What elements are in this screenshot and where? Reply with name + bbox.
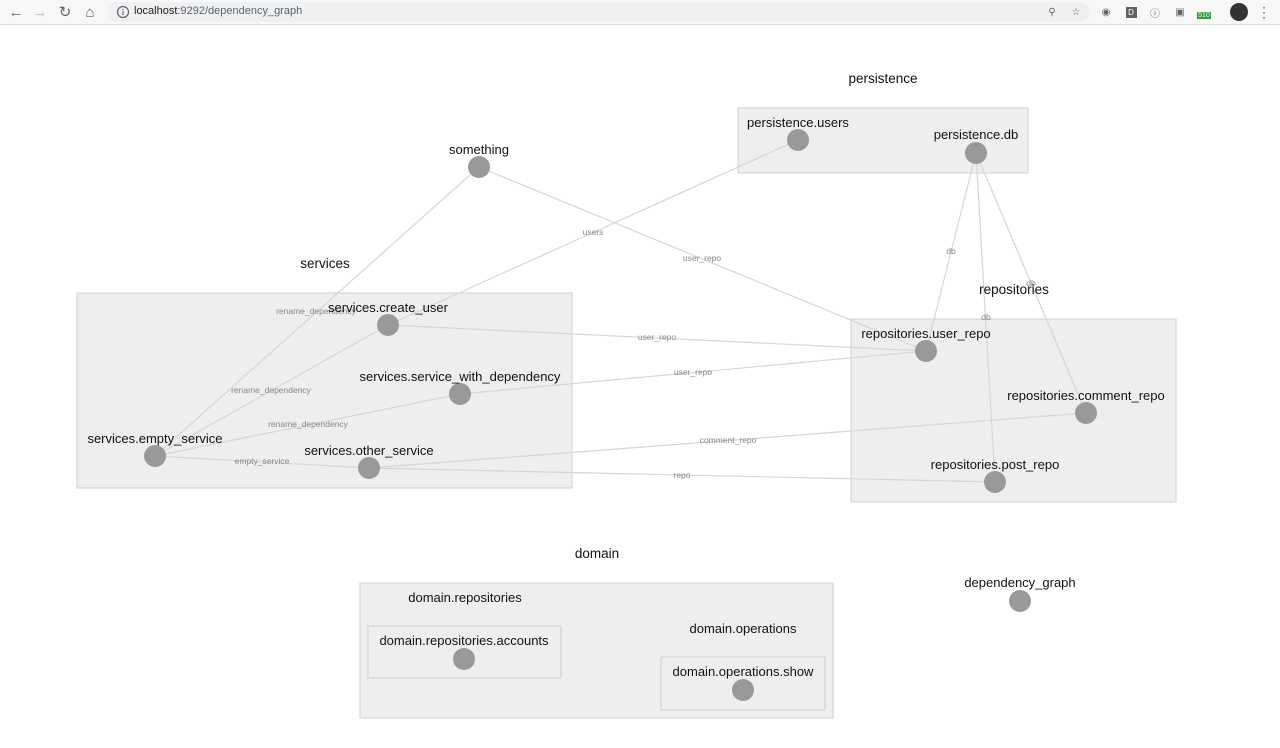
bookmark-star-icon[interactable]: ☆ [1071,6,1081,18]
node-label-domain-repositories-accounts: domain.repositories.accounts [379,633,549,648]
node-repositories-comment-repo[interactable] [1075,402,1097,424]
node-label-dependency-graph: dependency_graph [964,575,1075,590]
edge-label-empty-service: empty_service [235,456,290,466]
camera-icon[interactable]: ◉ [1101,6,1111,18]
extension-badge-icon[interactable]: 510 [1196,4,1212,20]
node-label-domain-operations-show: domain.operations.show [673,664,815,679]
dependency-graph: users user_repo rename_dependency rename… [76,71,1177,719]
edge-post-repo-db [975,152,996,483]
badge-count: 510 [1197,11,1211,19]
node-label-services-service-with-dependency: services.service_with_dependency [360,369,561,384]
edge-create-user-persistence-users [387,139,799,326]
extension-window-icon[interactable]: ▣ [1175,6,1185,18]
group-title-domain-repositories: domain.repositories [408,590,522,605]
edge-comment-repo-db [975,152,1087,414]
address-bar[interactable]: localhost:9292/dependency_graph ⚲ ☆ [108,2,1090,22]
node-services-empty-service[interactable] [144,445,166,467]
edge-user-repo-db [925,152,977,352]
edge-other-service-post-repo [368,467,996,483]
node-repositories-post-repo[interactable] [984,471,1006,493]
edge-service-with-dependency-user-repo [459,350,927,395]
edge-label-user-repo: user_repo [674,367,713,377]
node-services-create-user[interactable] [377,314,399,336]
profile-avatar[interactable] [1230,3,1248,21]
edge-label-rename-dependency: rename_dependency [231,385,312,395]
edge-something-empty-service [154,166,480,457]
group-title-domain-operations: domain.operations [690,621,797,636]
node-services-other-service[interactable] [358,457,380,479]
edge-label-users: users [583,227,604,237]
edge-label-db: db [981,312,991,322]
node-persistence-users[interactable] [787,129,809,151]
node-persistence-db[interactable] [965,142,987,164]
edge-label-comment-repo: comment_repo [700,435,757,445]
group-title-persistence: persistence [848,71,917,86]
reload-icon[interactable]: ↻ [58,4,72,21]
node-label-persistence-users: persistence.users [747,115,849,130]
extension-d-icon[interactable]: D [1123,4,1139,20]
edge-other-service-empty-service [154,455,370,469]
node-domain-operations-show[interactable] [732,679,754,701]
info-icon [116,5,130,19]
browser-toolbar: ← → ↻ ⌂ localhost:9292/dependency_graph … [0,0,1280,25]
edge-label-user-repo: user_repo [638,332,677,342]
edge-label-rename-dependency: rename_dependency [268,419,349,429]
group-title-domain: domain [575,546,619,561]
node-label-something: something [449,142,509,157]
edge-create-user-user-repo [387,324,927,352]
node-label-services-other-service: services.other_service [304,443,433,458]
node-domain-repositories-accounts[interactable] [453,648,475,670]
edge-something-user-repo [478,166,927,352]
edge-label-rename-dependency: rename_dependency [276,306,357,316]
edge-label-user-repo: user_repo [683,253,722,263]
edge-label-db: db [1026,278,1036,288]
group-title-services: services [300,256,350,271]
edge-other-service-comment-repo [368,412,1087,469]
forward-icon[interactable]: → [32,3,48,21]
url-path: :9292/dependency_graph [177,5,303,17]
edge-label-repo: repo [673,470,690,480]
edge-empty-service-create-user [154,324,389,457]
node-label-services-empty-service: services.empty_service [87,431,222,446]
url-text: localhost:9292/dependency_graph [134,5,302,17]
node-label-repositories-comment-repo: repositories.comment_repo [1007,388,1165,403]
node-label-repositories-post-repo: repositories.post_repo [931,457,1060,472]
edge-label-db: db [946,246,956,256]
node-something[interactable] [468,156,490,178]
node-services-service-with-dependency[interactable] [449,383,471,405]
node-dependency-graph[interactable] [1009,590,1031,612]
zoom-icon[interactable]: ⚲ [1048,6,1056,18]
edge-empty-service-service-with-dependency [154,393,461,457]
node-label-repositories-user-repo: repositories.user_repo [861,326,990,341]
extension-info-icon[interactable]: ⓘ [1150,8,1160,20]
home-icon[interactable]: ⌂ [85,3,95,21]
node-label-services-create-user: services.create_user [328,300,449,315]
url-host: localhost [134,5,178,17]
menu-kebab-icon[interactable]: ⋮ [1257,3,1271,20]
group-title-repositories: repositories [979,282,1049,297]
node-label-persistence-db: persistence.db [934,127,1019,142]
cluster-repositories [850,318,1177,503]
node-repositories-user-repo[interactable] [915,340,937,362]
back-icon[interactable]: ← [8,3,24,21]
